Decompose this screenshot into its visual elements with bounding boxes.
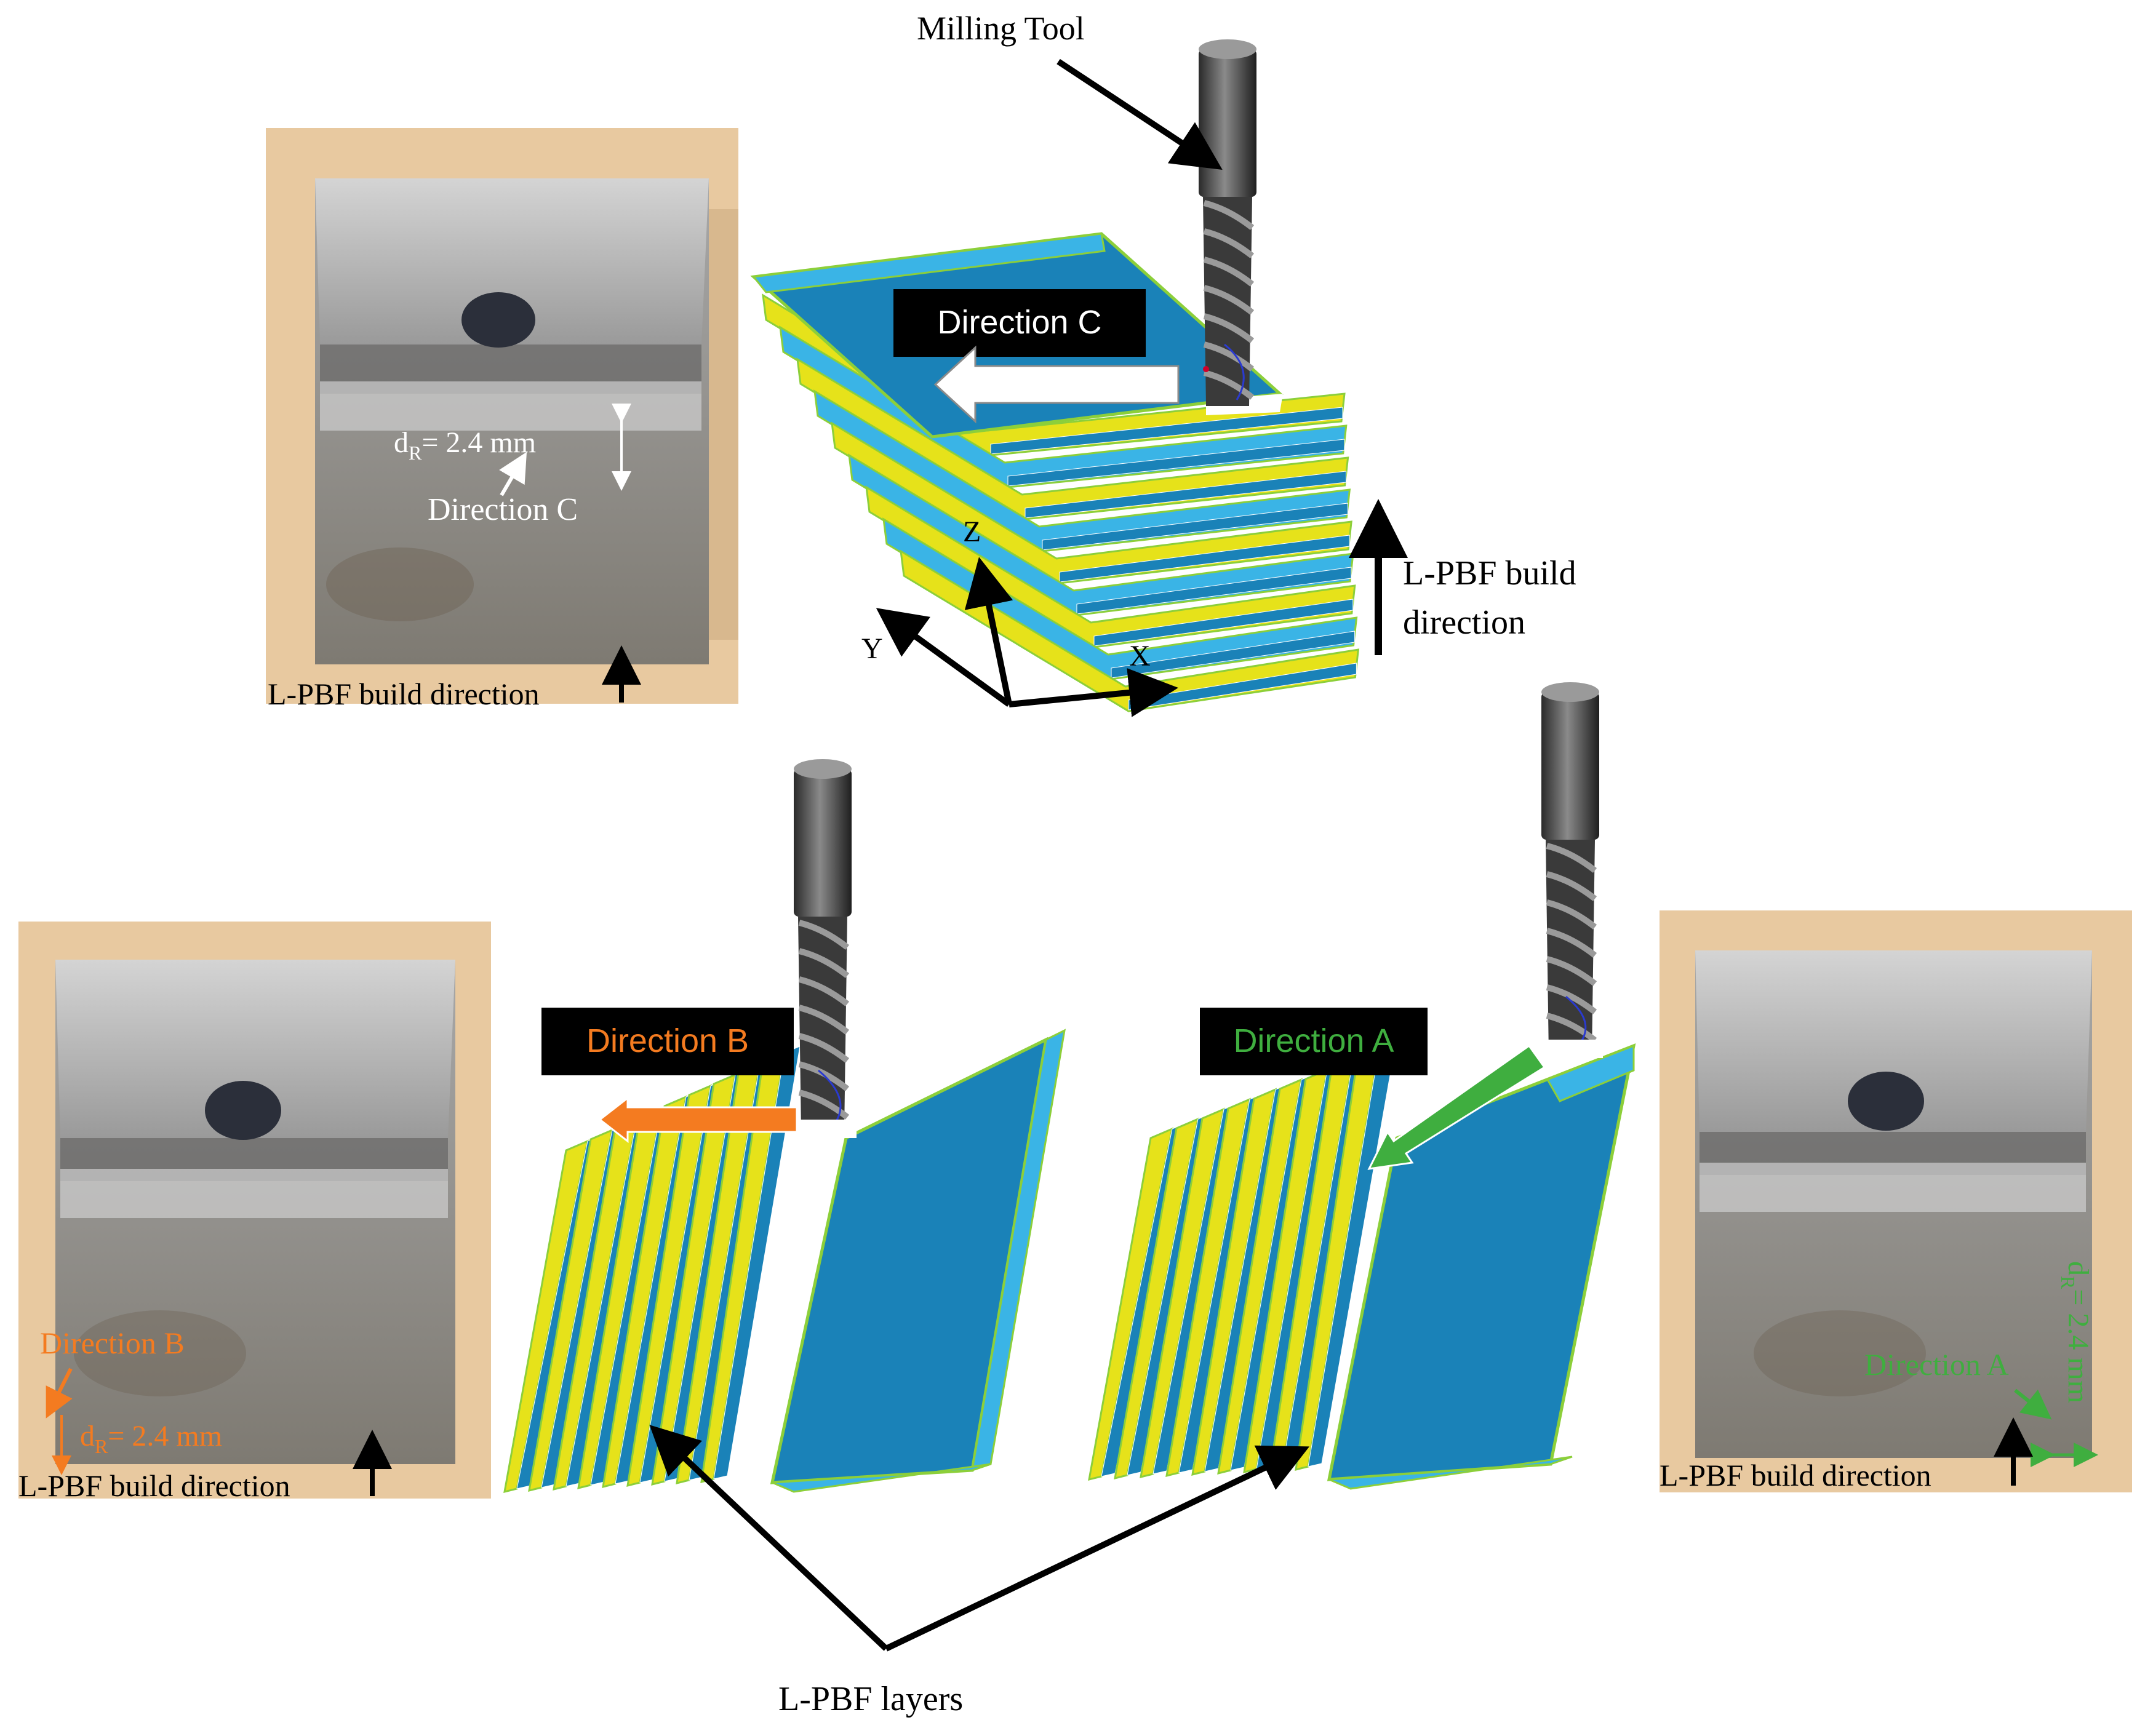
- direction-a-tag: Direction A: [1200, 1008, 1546, 1170]
- layer-c: [865, 485, 1356, 648]
- layer-stack-a: [1088, 1043, 1636, 1490]
- build-direction-photo-c: L-PBF build direction: [268, 645, 641, 711]
- tool-flute: [1546, 956, 1597, 986]
- layer-stack-b: [503, 1029, 1066, 1494]
- dim-prefix-b: d: [80, 1420, 95, 1452]
- tool-flute: [1546, 984, 1597, 1014]
- layer-c-edge: [1007, 439, 1345, 487]
- layer-c: [779, 325, 1348, 488]
- axis-z-label: Z: [963, 516, 981, 548]
- layer-c-edge: [990, 407, 1343, 455]
- svg-text:dR= 2.4 mm: dR= 2.4 mm: [80, 1420, 222, 1457]
- tool-flute: [798, 1089, 850, 1120]
- layer-c-edge: [1025, 471, 1347, 519]
- build-direction-photo-a: L-PBF build direction: [1660, 1417, 2033, 1492]
- direction-a-tag-label: Direction A: [1233, 1022, 1394, 1059]
- dim-subscript-a: R: [2057, 1276, 2079, 1289]
- tool-flute: [1203, 228, 1255, 258]
- svg-text:dR= 2.4 mm: dR= 2.4 mm: [2057, 1261, 2095, 1403]
- build-direction-photo-b: L-PBF build direction: [18, 1430, 392, 1503]
- dimension-marker-b: Direction B dR= 2.4 mm: [40, 1326, 222, 1475]
- direction-c-tag: Direction C: [893, 289, 1180, 424]
- build-direction-label-c: L-PBF build direction: [268, 677, 540, 711]
- direction-a-photo-label: Direction A: [1864, 1347, 2009, 1382]
- specimen-photo-direction-a: [1660, 910, 2132, 1492]
- tool-flute: [1203, 200, 1255, 230]
- build-direction-line1: L-PBF build: [1403, 554, 1576, 592]
- layer-stack-c: [750, 232, 1360, 712]
- milling-tool-c: [1199, 39, 1256, 406]
- layers-callout: L-PBF layers: [649, 1425, 1310, 1718]
- milling-tool-pointer: Milling Tool: [917, 10, 1223, 170]
- tool-flute: [1203, 313, 1255, 343]
- layer-c: [831, 421, 1352, 584]
- build-direction-line2: direction: [1403, 603, 1525, 642]
- specimen-photo-direction-b: [18, 922, 491, 1499]
- dim-value-b: = 2.4 mm: [108, 1420, 222, 1452]
- layer-c-edge: [1093, 599, 1354, 647]
- tool-flute: [1546, 899, 1597, 930]
- direction-b-tag: Direction B: [541, 1008, 798, 1144]
- direction-c-photo-label: Direction C: [428, 492, 578, 527]
- layer-c-edge: [1111, 631, 1356, 679]
- tool-flute: [798, 1061, 850, 1091]
- dim-value-c: = 2.4 mm: [421, 426, 536, 459]
- dim-value-a: = 2.4 mm: [2062, 1289, 2095, 1403]
- tool-flute: [1546, 843, 1597, 873]
- layer-c: [848, 453, 1354, 616]
- tool-flute: [798, 976, 850, 1006]
- layer-c: [796, 357, 1349, 520]
- direction-b-tag-label: Direction B: [586, 1022, 749, 1059]
- specimen-photo-direction-c: [266, 128, 738, 704]
- build-direction-arrow-top: L-PBF build direction: [1349, 499, 1576, 655]
- milling-tool-a: [1541, 682, 1603, 1058]
- tool-flute: [1203, 370, 1255, 400]
- layer-c-edge: [1042, 503, 1348, 551]
- direction-c-tag-label: Direction C: [937, 304, 1101, 341]
- milling-tool-label: Milling Tool: [917, 10, 1085, 47]
- layers-label: L-PBF layers: [778, 1680, 963, 1718]
- dim-subscript-b: R: [95, 1435, 108, 1457]
- tool-flute: [1546, 928, 1597, 958]
- dimension-marker-c: dR= 2.4 mm Direction C: [394, 404, 631, 527]
- dimension-marker-a: Direction A dR= 2.4 mm: [1864, 1261, 2098, 1467]
- axis-triad: Z X Y: [861, 516, 1178, 717]
- tool-flute: [1203, 285, 1255, 315]
- tool-flute: [1203, 341, 1255, 372]
- axis-x-label: X: [1129, 640, 1151, 672]
- tool-flute: [798, 1005, 850, 1035]
- layer-c: [900, 549, 1360, 712]
- build-direction-label-a: L-PBF build direction: [1660, 1458, 1931, 1492]
- axis-y-label: Y: [861, 632, 883, 665]
- dim-prefix-c: d: [394, 426, 409, 459]
- tool-flute: [798, 1033, 850, 1063]
- tool-flute: [1203, 257, 1255, 287]
- tool-flute: [798, 948, 850, 978]
- layer-b-edge: [713, 1046, 801, 1479]
- dim-prefix-a: d: [2062, 1261, 2095, 1276]
- layer-c-edge: [1076, 567, 1352, 615]
- tool-flute: [1546, 871, 1597, 901]
- direction-b-photo-label: Direction B: [40, 1326, 185, 1360]
- layer-c: [813, 389, 1351, 552]
- tool-flute: [798, 920, 850, 950]
- dim-subscript-c: R: [409, 442, 422, 464]
- tool-flute: [1546, 1013, 1597, 1043]
- milling-tool-b: [794, 759, 857, 1138]
- layer-c: [882, 517, 1358, 680]
- build-direction-label-b: L-PBF build direction: [18, 1468, 290, 1503]
